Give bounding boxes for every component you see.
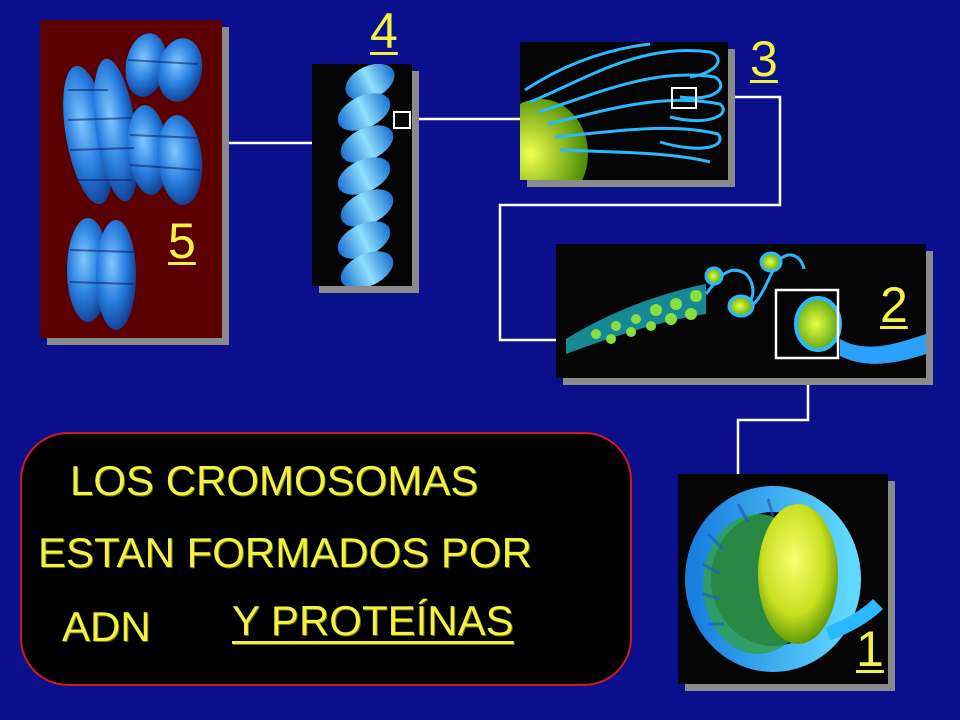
coiled-fiber-illustration [337, 64, 411, 286]
caption-line-3-adn: ADN [62, 603, 151, 650]
caption-box: LOS CROMOSOMAS ESTAN FORMADOS POR ADN Y … [20, 432, 632, 686]
connector-2-1 [736, 360, 810, 475]
label-3: 3 [750, 31, 778, 87]
panel-chromosome: 5 [40, 20, 222, 338]
label-4: 4 [370, 3, 398, 59]
chromosome-illustration [63, 33, 203, 330]
panel-nucleosome-strand: 2 [556, 244, 926, 378]
panel-coiled-fiber [312, 64, 412, 286]
label-5: 5 [168, 213, 196, 269]
nucleosome-illustration [685, 486, 883, 672]
connector-3-2 [498, 95, 782, 342]
label-2: 2 [880, 277, 908, 333]
caption-line-3-proteinas: Y PROTEÍNAS [232, 597, 514, 644]
chromatin-loops-illustration [520, 42, 725, 180]
zoom-box-3 [671, 87, 697, 109]
caption-line-2: ESTAN FORMADOS POR [38, 529, 532, 576]
panel-chromatin-loops [520, 42, 728, 180]
zoom-box-4 [393, 111, 411, 129]
label-1: 1 [856, 621, 884, 677]
zoom-box-2 [774, 288, 840, 360]
caption-line-1: LOS CROMOSOMAS [70, 457, 479, 504]
nucleosome-strand-illustration [566, 251, 926, 364]
panel-nucleosome: 1 [678, 474, 888, 684]
